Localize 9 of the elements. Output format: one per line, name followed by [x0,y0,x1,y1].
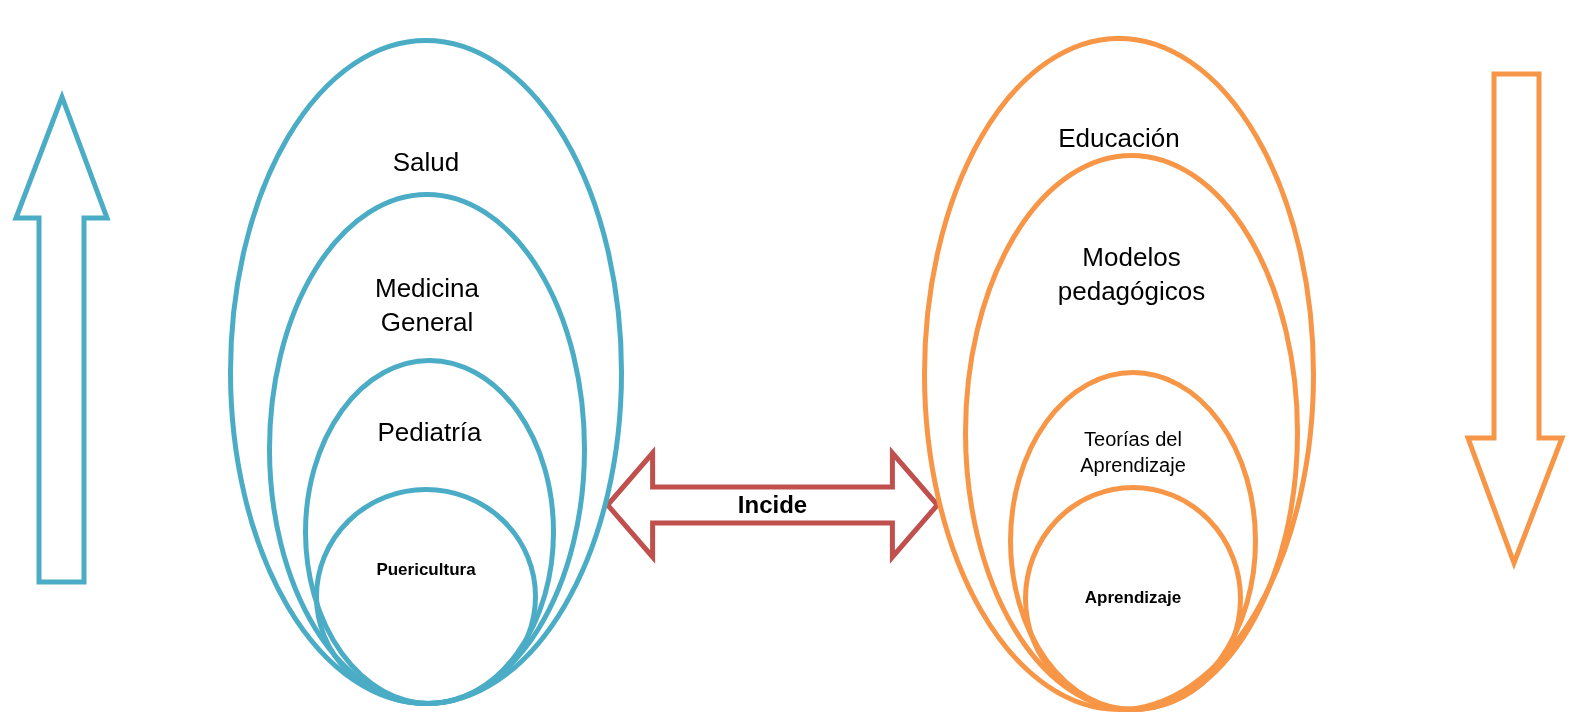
ellipse-label: Modelos pedagógicos [1056,241,1207,308]
double-arrow [604,446,941,564]
ellipse-label: Salud [392,146,460,179]
ellipse-label: Medicina General [373,272,481,339]
ellipse-label: Aprendizaje [1084,587,1182,609]
ellipse-label: Pediatría [377,416,482,449]
ellipse-label: Educación [1058,122,1180,155]
ellipse-label: Teorías del Aprendizaje [1079,427,1187,478]
ellipse-label: Puericultura [376,559,476,581]
